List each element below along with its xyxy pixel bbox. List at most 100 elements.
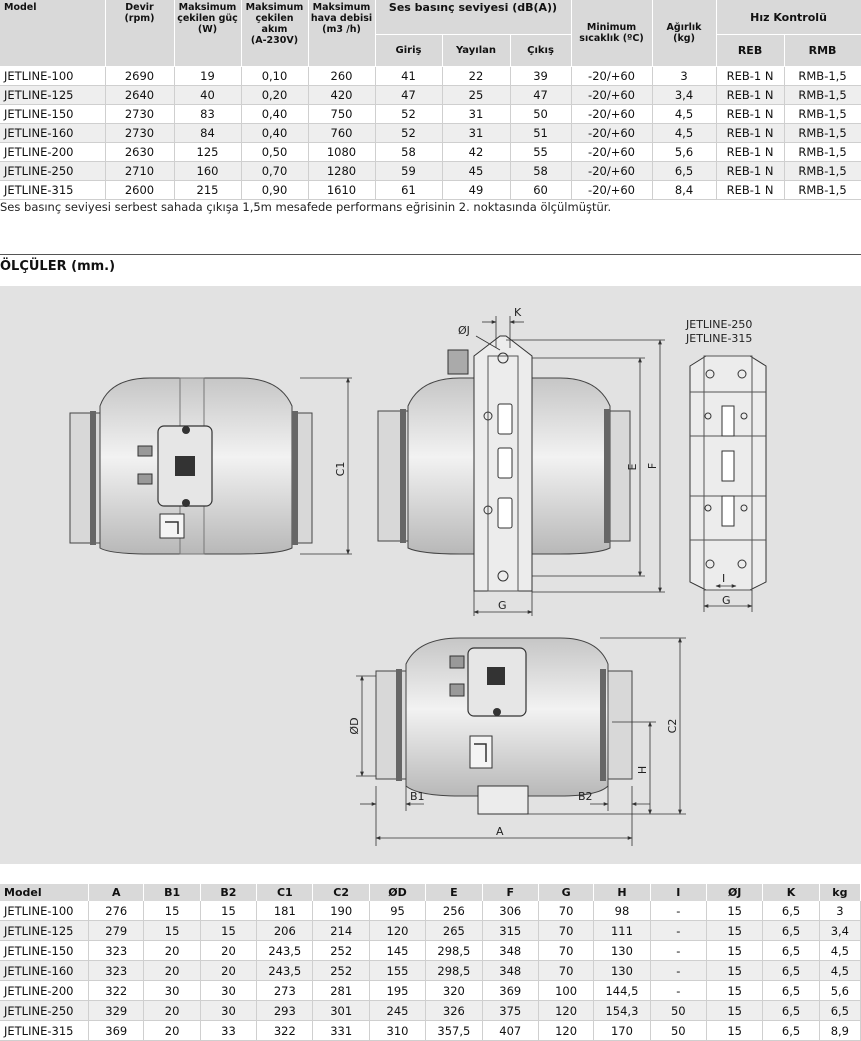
section-title: ÖLÇÜLER (mm.) bbox=[0, 259, 116, 274]
dim-cell: 30 bbox=[200, 980, 258, 1001]
spec-cell-rad: 25 bbox=[442, 85, 511, 105]
bracket-view-250-315: JETLINE-250 JETLINE-315 I G bbox=[685, 318, 767, 612]
label-k: K bbox=[514, 306, 522, 319]
dim-cell: 20 bbox=[143, 940, 201, 961]
dim-header-3: B2 bbox=[200, 884, 258, 901]
spec-cell-power: 160 bbox=[174, 161, 242, 181]
label-jetline-250: JETLINE-250 bbox=[685, 318, 752, 331]
spec-cell-weight: 5,6 bbox=[652, 142, 717, 162]
dim-header-9: G bbox=[538, 884, 595, 901]
dim-header-6: ØD bbox=[369, 884, 427, 901]
spec-cell-airflow: 1280 bbox=[308, 161, 376, 181]
spec-cell-reb: REB-1 N bbox=[716, 104, 785, 124]
spec-cell-rmb: RMB-1,5 bbox=[784, 66, 861, 86]
spec-cell-airflow: 1080 bbox=[308, 142, 376, 162]
spec-cell-out: 60 bbox=[510, 180, 572, 200]
spec-cell-power: 83 bbox=[174, 104, 242, 124]
dim-cell: 276 bbox=[88, 901, 145, 921]
dim-cell: 214 bbox=[312, 920, 370, 941]
dim-cell: JETLINE-150 bbox=[0, 940, 90, 961]
spec-header-model: Model bbox=[0, 0, 106, 67]
spec-cell-rmb: RMB-1,5 bbox=[784, 161, 861, 181]
spec-cell-temp: -20/+60 bbox=[571, 104, 653, 124]
dim-cell: 70 bbox=[538, 920, 595, 941]
dim-cell: 70 bbox=[538, 940, 595, 961]
label-h: H bbox=[636, 766, 649, 774]
label-jetline-315: JETLINE-315 bbox=[685, 332, 752, 345]
dim-cell: 120 bbox=[538, 1000, 595, 1021]
dim-cell: 95 bbox=[369, 901, 427, 921]
dim-cell: 252 bbox=[312, 960, 370, 981]
spec-cell-in: 52 bbox=[375, 123, 443, 143]
label-c1: C1 bbox=[334, 462, 347, 477]
spec-header-sound-in: Giriş bbox=[375, 34, 443, 67]
spec-cell-in: 47 bbox=[375, 85, 443, 105]
spec-cell-rpm: 2730 bbox=[105, 104, 175, 124]
dim-header-14: kg bbox=[819, 884, 861, 901]
spec-cell-rpm: 2640 bbox=[105, 85, 175, 105]
label-b1: B1 bbox=[410, 790, 425, 803]
spec-cell-rpm: 2630 bbox=[105, 142, 175, 162]
label-g: G bbox=[498, 599, 507, 612]
spec-cell-rad: 49 bbox=[442, 180, 511, 200]
spec-header-speed: Hız Kontrolü bbox=[716, 0, 861, 35]
dim-cell: - bbox=[650, 960, 707, 981]
dim-cell: 348 bbox=[482, 940, 539, 961]
spec-header-temp: Minimum sıcaklık (ºC) bbox=[571, 0, 653, 67]
dimension-drawing: C1 K ØJ E F G bbox=[0, 286, 861, 864]
dim-cell: - bbox=[650, 980, 707, 1001]
dim-cell: 6,5 bbox=[762, 1000, 820, 1021]
dim-cell: 298,5 bbox=[425, 960, 483, 981]
dim-cell: 279 bbox=[88, 920, 145, 941]
drawing-svg: C1 K ØJ E F G bbox=[69, 306, 767, 846]
dim-cell: 3,4 bbox=[819, 920, 861, 941]
spec-cell-model: JETLINE-250 bbox=[0, 161, 106, 181]
spec-cell-temp: -20/+60 bbox=[571, 123, 653, 143]
dim-header-1: A bbox=[88, 884, 145, 901]
spec-cell-airflow: 420 bbox=[308, 85, 376, 105]
dim-cell: 206 bbox=[256, 920, 314, 941]
spec-cell-rmb: RMB-1,5 bbox=[784, 104, 861, 124]
spec-cell-in: 41 bbox=[375, 66, 443, 86]
dim-cell: 181 bbox=[256, 901, 314, 921]
dim-cell: - bbox=[650, 920, 707, 941]
dim-cell: 306 bbox=[482, 901, 539, 921]
spec-cell-weight: 3,4 bbox=[652, 85, 717, 105]
dim-cell: 298,5 bbox=[425, 940, 483, 961]
dim-cell: 315 bbox=[482, 920, 539, 941]
spec-cell-rpm: 2730 bbox=[105, 123, 175, 143]
dim-cell: 144,5 bbox=[593, 980, 651, 1001]
label-a: A bbox=[496, 825, 504, 838]
dim-cell: 5,6 bbox=[819, 980, 861, 1001]
dim-cell: 111 bbox=[593, 920, 651, 941]
dim-cell: 70 bbox=[538, 960, 595, 981]
spec-cell-current: 0,40 bbox=[241, 104, 309, 124]
spec-cell-rpm: 2600 bbox=[105, 180, 175, 200]
spec-cell-reb: REB-1 N bbox=[716, 123, 785, 143]
footnote: Ses basınç seviyesi serbest sahada çıkış… bbox=[0, 200, 612, 214]
dim-cell: JETLINE-100 bbox=[0, 901, 90, 921]
dim-cell: 329 bbox=[88, 1000, 145, 1021]
dim-cell: 15 bbox=[706, 940, 764, 961]
dim-header-11: I bbox=[650, 884, 707, 901]
dim-cell: 375 bbox=[482, 1000, 539, 1021]
spec-cell-weight: 4,5 bbox=[652, 123, 717, 143]
spec-cell-in: 52 bbox=[375, 104, 443, 124]
dim-cell: 243,5 bbox=[256, 940, 314, 961]
dim-header-7: E bbox=[425, 884, 483, 901]
spec-header-rpm: Devir (rpm) bbox=[105, 0, 175, 67]
dim-cell: 6,5 bbox=[819, 1000, 861, 1021]
label-g-2: G bbox=[722, 594, 731, 607]
dim-header-5: C2 bbox=[312, 884, 370, 901]
dim-cell: JETLINE-250 bbox=[0, 1000, 90, 1021]
spec-cell-weight: 4,5 bbox=[652, 104, 717, 124]
spec-cell-reb: REB-1 N bbox=[716, 85, 785, 105]
spec-cell-power: 84 bbox=[174, 123, 242, 143]
dim-cell: 154,3 bbox=[593, 1000, 651, 1021]
dim-cell: 4,5 bbox=[819, 960, 861, 981]
